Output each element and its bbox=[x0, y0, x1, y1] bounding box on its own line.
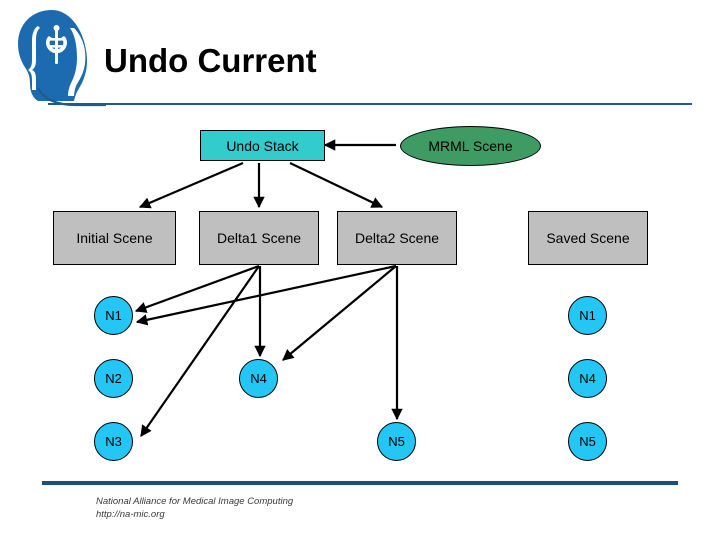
node-circle-mid-n5[interactable]: N5 bbox=[377, 422, 416, 461]
node-label-mid-n5: N5 bbox=[388, 434, 405, 449]
scene-label-initial: Initial Scene bbox=[76, 230, 153, 246]
node-label-left-n2: N2 bbox=[105, 371, 122, 386]
undo-stack-label: Undo Stack bbox=[226, 137, 299, 154]
footer-credit: National Alliance for Medical Image Comp… bbox=[96, 496, 294, 520]
edge-undostack-to-delta2 bbox=[289, 162, 384, 208]
node-circle-left-n3[interactable]: N3 bbox=[94, 422, 133, 461]
namic-head-caduceus-logo bbox=[18, 10, 88, 101]
node-circle-saved-n4[interactable]: N4 bbox=[568, 359, 607, 398]
edge-delta1-to-n1 bbox=[134, 264, 260, 313]
scene-box-initial[interactable]: Initial Scene bbox=[53, 211, 176, 265]
node-circle-left-n2[interactable]: N2 bbox=[94, 359, 133, 398]
edge-delta2-to-n4 bbox=[282, 265, 397, 361]
scene-label-delta1: Delta1 Scene bbox=[216, 230, 302, 246]
scene-label-saved: Saved Scene bbox=[546, 230, 630, 246]
node-label-saved-n5: N5 bbox=[579, 434, 596, 449]
mrml-scene-label: MRML Scene bbox=[428, 138, 513, 154]
scene-label-delta2: Delta2 Scene bbox=[354, 230, 440, 246]
node-circle-left-n1[interactable]: N1 bbox=[94, 296, 133, 335]
node-label-saved-n4: N4 bbox=[579, 371, 596, 386]
node-label-left-n3: N3 bbox=[105, 434, 122, 449]
node-circle-saved-n5[interactable]: N5 bbox=[568, 422, 607, 461]
node-label-saved-n1: N1 bbox=[579, 308, 596, 323]
header-divider bbox=[48, 103, 692, 105]
scene-box-saved[interactable]: Saved Scene bbox=[528, 211, 648, 265]
node-circle-saved-n1[interactable]: N1 bbox=[568, 296, 607, 335]
node-label-left-n1: N1 bbox=[105, 308, 122, 323]
scene-box-delta2[interactable]: Delta2 Scene bbox=[337, 211, 457, 265]
node-circle-mid-n4[interactable]: N4 bbox=[239, 359, 278, 398]
undo-stack-box[interactable]: Undo Stack bbox=[200, 130, 325, 161]
edge-delta2-to-n1 bbox=[135, 264, 397, 326]
page-title: Undo Current bbox=[104, 42, 317, 79]
edge-undostack-to-initial bbox=[138, 161, 244, 209]
scene-box-delta1[interactable]: Delta1 Scene bbox=[199, 211, 319, 265]
edge-delta1-to-n3 bbox=[140, 265, 260, 437]
mrml-scene-ellipse[interactable]: MRML Scene bbox=[400, 126, 541, 166]
footer-divider bbox=[42, 481, 678, 485]
node-label-mid-n4: N4 bbox=[250, 371, 267, 386]
